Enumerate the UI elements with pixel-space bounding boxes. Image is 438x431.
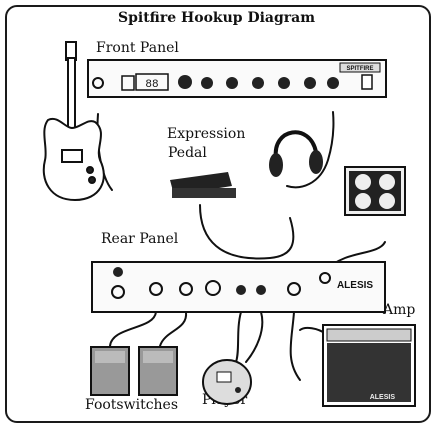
knob-1 <box>201 77 213 89</box>
selector-knob <box>178 75 192 89</box>
diagram-frame <box>5 5 431 423</box>
expression-jack <box>205 280 221 296</box>
footswitches <box>90 346 178 396</box>
diagram-title: Spitfire Hookup Diagram <box>118 10 316 26</box>
headphones <box>269 130 323 177</box>
amp-cable-a <box>289 311 301 381</box>
footswitch-cable-2 <box>159 311 188 347</box>
knob-5 <box>304 77 316 89</box>
power-inlet <box>113 267 123 277</box>
headphone-left-cup <box>269 153 283 177</box>
rear-panel: ALESIS <box>91 261 386 313</box>
cd-button <box>235 387 241 393</box>
cd-cable-right <box>245 311 264 363</box>
speaker-4 <box>379 193 395 209</box>
front-knobs <box>201 77 339 89</box>
pedal-base <box>172 188 236 198</box>
guitar-neck <box>67 57 76 134</box>
input-jack <box>92 77 104 89</box>
footswitch-1-top <box>95 351 125 363</box>
headphone-cable <box>286 111 335 189</box>
footswitch-cable-1 <box>109 311 157 347</box>
aux-in-left <box>236 285 246 295</box>
amp-label: Amp <box>383 302 416 318</box>
footswitches-label: Footswitches <box>85 397 179 413</box>
speaker-1 <box>355 174 371 190</box>
guitar <box>42 41 105 202</box>
guitar-knob-2 <box>88 176 96 184</box>
footswitch-jack-1 <box>149 282 163 296</box>
amp-grille <box>327 343 411 402</box>
knob-6 <box>327 77 339 89</box>
guitar-pickguard <box>61 149 83 163</box>
headphone-right-cup <box>309 150 323 174</box>
rear-panel-logo: ALESIS <box>337 280 373 291</box>
front-panel-display: 88 <box>145 79 158 91</box>
speaker-3 <box>355 193 371 209</box>
cd-cable-left <box>235 311 242 363</box>
display-window <box>135 73 169 91</box>
speaker-cabinet <box>344 166 406 216</box>
headphone-band <box>273 130 318 159</box>
guitar-knob-1 <box>86 166 94 174</box>
amp-logo: ALESIS <box>370 394 396 401</box>
rear-panel-label: Rear Panel <box>101 231 179 247</box>
footswitch-jack-2 <box>179 282 193 296</box>
expression-pedal-cable <box>199 204 295 260</box>
amp-control-strip <box>326 328 412 342</box>
knob-2 <box>226 77 238 89</box>
front-panel-badge-box <box>339 62 381 73</box>
speaker-2 <box>379 174 395 190</box>
rear-jack-0 <box>111 285 125 299</box>
power-switch <box>361 74 373 90</box>
expression-pedal-label-line1: Expression <box>167 126 246 142</box>
knob-4 <box>278 77 290 89</box>
preset-button <box>121 75 135 91</box>
cab-out-jack <box>319 272 331 284</box>
cd-player <box>202 359 252 405</box>
amplifier: ALESIS <box>322 324 416 407</box>
cd-display <box>216 371 232 383</box>
expression-pedal-label-line2: Pedal <box>168 145 207 161</box>
front-panel-badge: SPITFIRE <box>346 66 373 72</box>
front-panel: 88 SPITFIRE <box>87 59 387 98</box>
amp-out-jack <box>287 282 301 296</box>
expression-pedal <box>170 172 236 198</box>
aux-in-right <box>256 285 266 295</box>
footswitch-2-top <box>143 351 173 363</box>
knob-3 <box>252 77 264 89</box>
front-panel-label: Front Panel <box>96 40 179 56</box>
